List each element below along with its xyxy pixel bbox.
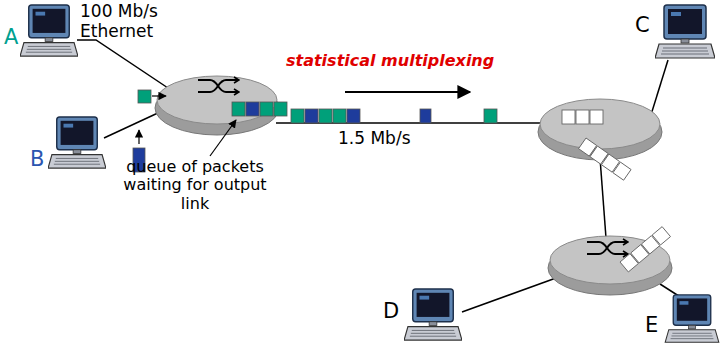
host-label: A: [4, 25, 19, 49]
computer-node: C: [633, 12, 652, 39]
computer-icon: [48, 117, 106, 168]
packet-queue: [232, 102, 287, 116]
computer-node: D: [381, 298, 402, 325]
computer-icon: [665, 295, 719, 342]
empty-queues: [562, 110, 670, 272]
host-label: E: [645, 313, 659, 337]
leader-arrow: [210, 120, 236, 156]
computer-node: E: [643, 312, 661, 339]
computer-node: B: [28, 146, 47, 173]
packet-arrow: [152, 95, 166, 96]
host-label: D: [383, 299, 400, 323]
link-packets: [291, 109, 497, 123]
link-speed: 100 Mb/s Ethernet: [80, 2, 170, 41]
callout-title: statistical multiplexing: [286, 52, 546, 70]
link-lines: [77, 40, 685, 312]
computer-icon: [655, 5, 715, 58]
queue-note: queue of packets waiting for output link: [110, 158, 280, 213]
host-label: C: [635, 13, 650, 37]
computer-icon: [404, 289, 462, 340]
computer-icon: [20, 5, 78, 56]
router-left: [155, 76, 279, 135]
computer-node: A: [2, 24, 21, 51]
flow-arrow: [345, 91, 470, 93]
packet-arrow: [138, 130, 139, 144]
host-label: B: [30, 147, 45, 171]
router-bottom: [548, 236, 672, 295]
link-speed: 1.5 Mb/s: [338, 129, 438, 149]
packet: [138, 90, 151, 103]
